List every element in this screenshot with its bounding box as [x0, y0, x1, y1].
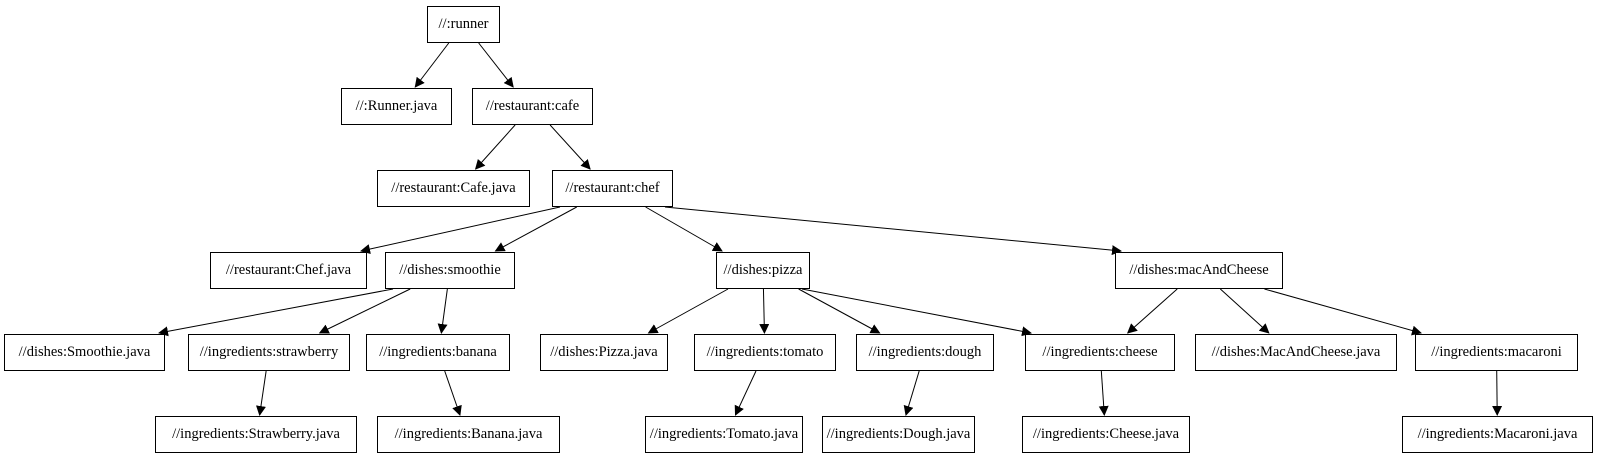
edge-chef-to-pizza — [645, 206, 723, 252]
edge-macAndCheese-to-macaroni — [1264, 288, 1422, 336]
node-label: //ingredients:Cheese.java — [1032, 426, 1180, 443]
edge-pizza-to-pizza_java — [647, 288, 729, 334]
edge-runner-to-runner_java — [414, 42, 450, 88]
graph-node-smoothie: //dishes:smoothie — [385, 252, 515, 289]
edge-macaroni-to-macaroni_java — [1492, 370, 1503, 416]
node-label: //dishes:Pizza.java — [550, 344, 658, 361]
node-label: //dishes:Smoothie.java — [18, 344, 151, 361]
graph-node-tomato: //ingredients:tomato — [694, 334, 836, 371]
edge-smoothie-to-smoothie_java — [158, 288, 394, 337]
edge-tomato-to-tomato_java — [734, 370, 757, 416]
node-label: //ingredients:Strawberry.java — [172, 426, 340, 443]
edge-macAndCheese-to-macAndCheese_java — [1220, 288, 1270, 334]
node-label: //dishes:pizza — [723, 262, 803, 279]
node-label: //ingredients:Tomato.java — [649, 426, 799, 443]
edge-chef-to-chef_java — [360, 206, 561, 254]
graph-node-strawberry: //ingredients:strawberry — [188, 334, 350, 371]
graph-node-banana_java: //ingredients:Banana.java — [377, 416, 560, 453]
graph-node-pizza_java: //dishes:Pizza.java — [540, 334, 668, 371]
edge-smoothie-to-banana — [437, 288, 448, 334]
node-label: //ingredients:Banana.java — [394, 426, 543, 443]
graph-node-smoothie_java: //dishes:Smoothie.java — [4, 334, 165, 371]
edge-pizza-to-cheese — [801, 288, 1032, 337]
graph-node-chef_java: //restaurant:Chef.java — [210, 252, 367, 289]
node-label: //:runner — [438, 16, 489, 33]
edge-strawberry-to-strawberry_java — [256, 370, 267, 416]
graph-node-runner: //:runner — [427, 6, 500, 43]
node-label: //ingredients:dough — [868, 344, 982, 361]
graph-node-tomato_java: //ingredients:Tomato.java — [645, 416, 803, 453]
node-label: //restaurant:cafe — [485, 98, 580, 115]
edge-pizza-to-dough — [798, 288, 881, 334]
graph-node-runner_java: //:Runner.java — [341, 88, 452, 125]
node-label: //ingredients:tomato — [706, 344, 824, 361]
node-label: //restaurant:Chef.java — [225, 262, 352, 279]
graph-node-dough: //ingredients:dough — [856, 334, 994, 371]
graph-node-cheese: //ingredients:cheese — [1025, 334, 1175, 371]
graph-node-dough_java: //ingredients:Dough.java — [822, 416, 975, 453]
graph-node-macAndCheese_java: //dishes:MacAndCheese.java — [1195, 334, 1397, 371]
graph-node-strawberry_java: //ingredients:Strawberry.java — [155, 416, 357, 453]
graph-node-cheese_java: //ingredients:Cheese.java — [1022, 416, 1190, 453]
edge-chef-to-smoothie — [494, 206, 577, 252]
node-label: //ingredients:strawberry — [199, 344, 339, 361]
edge-chef-to-macAndCheese — [664, 206, 1122, 256]
edge-cafe-to-cafe_java — [474, 124, 516, 170]
node-label: //ingredients:cheese — [1042, 344, 1158, 361]
edge-macAndCheese-to-cheese — [1126, 288, 1178, 334]
graph-node-macaroni_java: //ingredients:Macaroni.java — [1402, 416, 1593, 453]
graph-node-cafe: //restaurant:cafe — [472, 88, 593, 125]
node-label: //dishes:macAndCheese — [1129, 262, 1269, 279]
graph-node-cafe_java: //restaurant:Cafe.java — [377, 170, 530, 207]
graph-node-macAndCheese: //dishes:macAndCheese — [1115, 252, 1283, 289]
node-label: //:Runner.java — [355, 98, 438, 115]
graph-node-pizza: //dishes:pizza — [716, 252, 810, 289]
edge-cheese-to-cheese_java — [1098, 370, 1109, 416]
node-label: //ingredients:banana — [379, 344, 497, 361]
node-label: //restaurant:Cafe.java — [391, 180, 516, 197]
edge-runner-to-cafe — [478, 42, 514, 88]
node-label: //dishes:smoothie — [399, 262, 501, 279]
edge-pizza-to-tomato — [759, 288, 770, 334]
node-label: //dishes:MacAndCheese.java — [1211, 344, 1381, 361]
node-label: //ingredients:macaroni — [1431, 344, 1562, 361]
edge-smoothie-to-strawberry — [318, 288, 411, 334]
node-label: //restaurant:chef — [565, 180, 660, 197]
edge-banana-to-banana_java — [444, 370, 462, 416]
edge-dough-to-dough_java — [903, 370, 920, 416]
graph-node-banana: //ingredients:banana — [366, 334, 510, 371]
node-label: //ingredients:Macaroni.java — [1417, 426, 1578, 443]
graph-node-chef: //restaurant:chef — [552, 170, 673, 207]
node-label: //ingredients:Dough.java — [826, 426, 971, 443]
edge-cafe-to-chef — [549, 124, 591, 170]
graph-node-macaroni: //ingredients:macaroni — [1415, 334, 1578, 371]
